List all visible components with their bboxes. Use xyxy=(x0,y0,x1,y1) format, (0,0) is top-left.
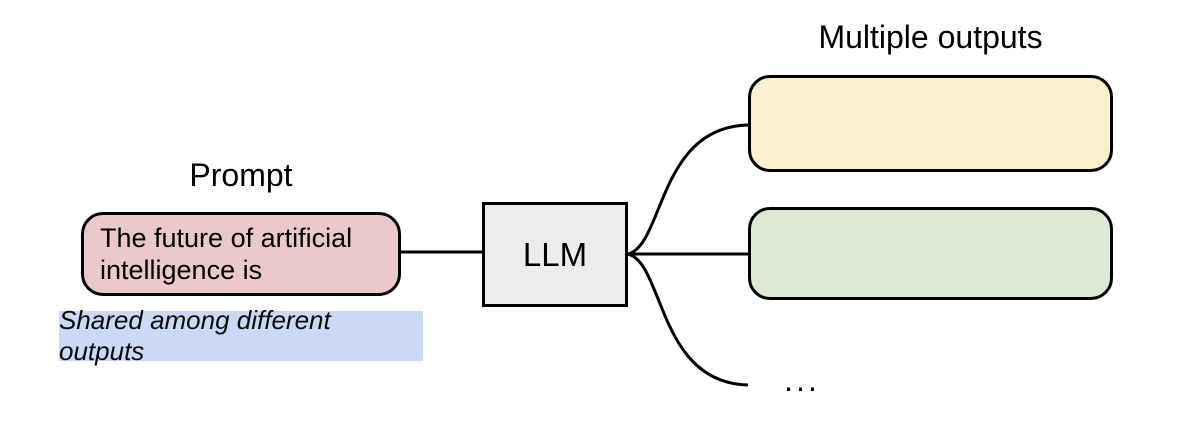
output-box-top xyxy=(748,75,1113,172)
output-box-bottom xyxy=(748,207,1113,300)
edge-llm-to-output-top xyxy=(627,123,749,256)
more-outputs-ellipsis: ... xyxy=(784,362,820,398)
prompt-caption: Prompt xyxy=(189,157,293,193)
prompt-text-line-1: The future of artificial xyxy=(100,223,353,253)
outputs-caption: Multiple outputs xyxy=(818,19,1043,55)
llm-box: LLM xyxy=(482,202,628,307)
edge-llm-to-ellipsis xyxy=(627,252,749,387)
shared-note: Shared among different outputs xyxy=(59,305,423,366)
prompt-box: The future of artificial intelligence is xyxy=(81,212,401,296)
prompt-text-line-2: intelligence is xyxy=(100,255,263,285)
